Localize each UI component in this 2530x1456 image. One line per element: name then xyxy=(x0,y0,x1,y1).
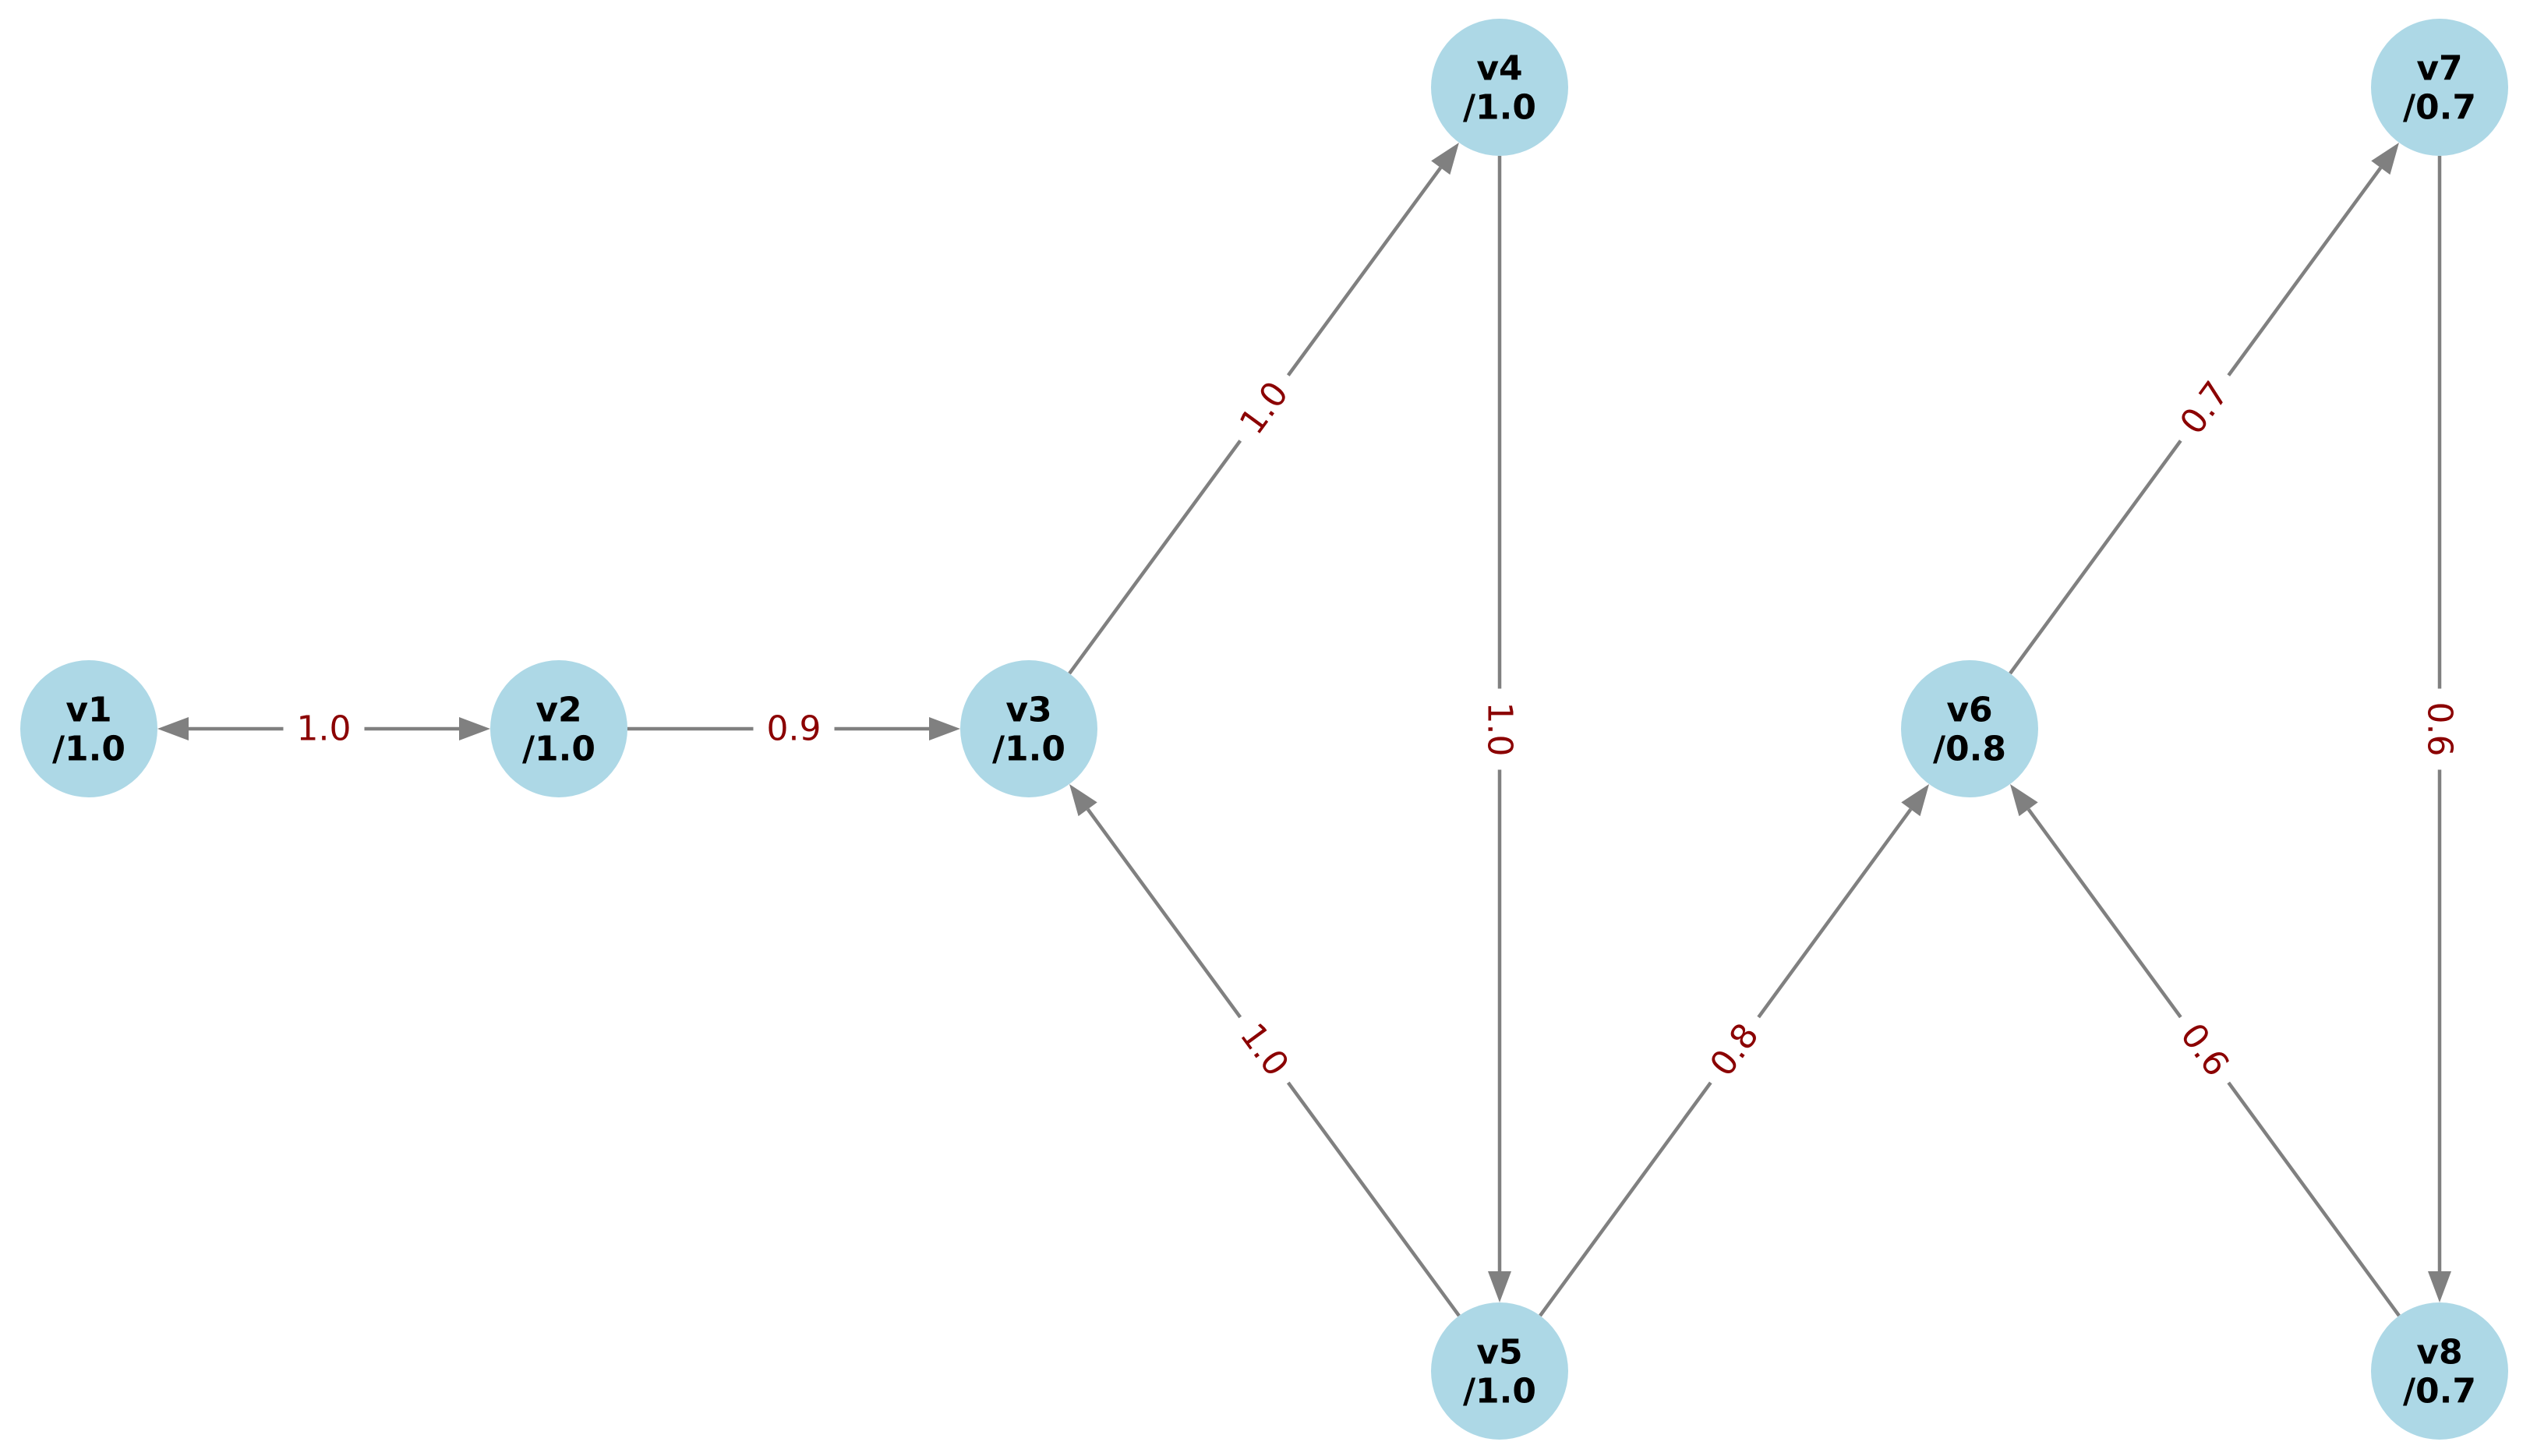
edge-label-background xyxy=(1476,688,1523,770)
nodes-layer: v1/1.0v2/1.0v3/1.0v4/1.0v5/1.0v6/0.8v7/0… xyxy=(20,19,2508,1440)
node-value: /0.8 xyxy=(1933,730,2006,769)
edge-weight-text: 1.0 xyxy=(1480,702,1520,757)
node-value: /0.7 xyxy=(2403,1372,2476,1412)
arrowhead xyxy=(2009,784,2038,817)
node-id: v7 xyxy=(2416,49,2462,89)
edge-label: 1.0 xyxy=(283,705,365,752)
arrowhead xyxy=(459,717,490,740)
edge-weight-text: 0.9 xyxy=(767,709,822,749)
edge-label: 0.6 xyxy=(2161,1003,2248,1097)
node-id: v3 xyxy=(1005,691,1051,730)
edge-label: 0.7 xyxy=(2161,361,2248,455)
edge-weight-text: 0.6 xyxy=(2420,702,2460,757)
node-circle xyxy=(2371,1302,2508,1440)
edge-label: 1.0 xyxy=(1221,1003,1307,1097)
node-id: v8 xyxy=(2416,1333,2462,1373)
edge-label-background xyxy=(1221,1003,1307,1097)
node-v1: v1/1.0 xyxy=(20,660,157,797)
node-v2: v2/1.0 xyxy=(490,660,627,797)
node-circle xyxy=(2371,19,2508,156)
edge-label: 1.0 xyxy=(1476,688,1523,770)
edge-label: 0.6 xyxy=(2416,688,2463,770)
node-v8: v8/0.7 xyxy=(2371,1302,2508,1440)
node-circle xyxy=(1901,660,2038,797)
node-v3: v3/1.0 xyxy=(960,660,1097,797)
node-id: v2 xyxy=(535,691,581,730)
node-value: /1.0 xyxy=(52,730,125,769)
arrowhead xyxy=(1069,783,1097,817)
node-value: /1.0 xyxy=(1463,1372,1536,1412)
node-v7: v7/0.7 xyxy=(2371,19,2508,156)
arrowhead xyxy=(1431,142,1459,175)
arrowhead xyxy=(929,717,960,740)
node-circle xyxy=(20,660,157,797)
edge-label: 0.8 xyxy=(1691,1003,1778,1097)
node-id: v4 xyxy=(1476,49,1522,89)
node-circle xyxy=(490,660,627,797)
arrowhead xyxy=(2428,1271,2451,1302)
node-circle xyxy=(960,660,1097,797)
node-id: v6 xyxy=(1946,691,1992,730)
node-value: /1.0 xyxy=(1463,88,1536,128)
arrowhead xyxy=(1488,1271,1511,1302)
node-value: /1.0 xyxy=(992,730,1065,769)
arrowhead xyxy=(157,717,189,740)
edge-label-background xyxy=(1221,361,1307,455)
node-circle xyxy=(1431,1302,1568,1440)
edge-label: 1.0 xyxy=(1221,361,1307,455)
node-circle xyxy=(1431,19,1568,156)
node-v4: v4/1.0 xyxy=(1431,19,1568,156)
edge-label-background xyxy=(2161,361,2248,455)
node-id: v1 xyxy=(65,691,111,730)
edge-label-background xyxy=(283,705,365,752)
edge-label-background xyxy=(2416,688,2463,770)
arrowhead xyxy=(2371,142,2399,175)
edge-weight-text: 1.0 xyxy=(297,709,352,749)
node-value: /0.7 xyxy=(2403,88,2476,128)
node-v5: v5/1.0 xyxy=(1431,1302,1568,1440)
arrowhead xyxy=(1901,784,1930,817)
edge-label-background xyxy=(753,705,835,752)
edge-label-background xyxy=(2161,1003,2248,1097)
node-value: /1.0 xyxy=(522,730,595,769)
node-id: v5 xyxy=(1476,1333,1522,1373)
edge-label-background xyxy=(1691,1003,1778,1097)
node-v6: v6/0.8 xyxy=(1901,660,2038,797)
edge-label: 0.9 xyxy=(753,705,835,752)
